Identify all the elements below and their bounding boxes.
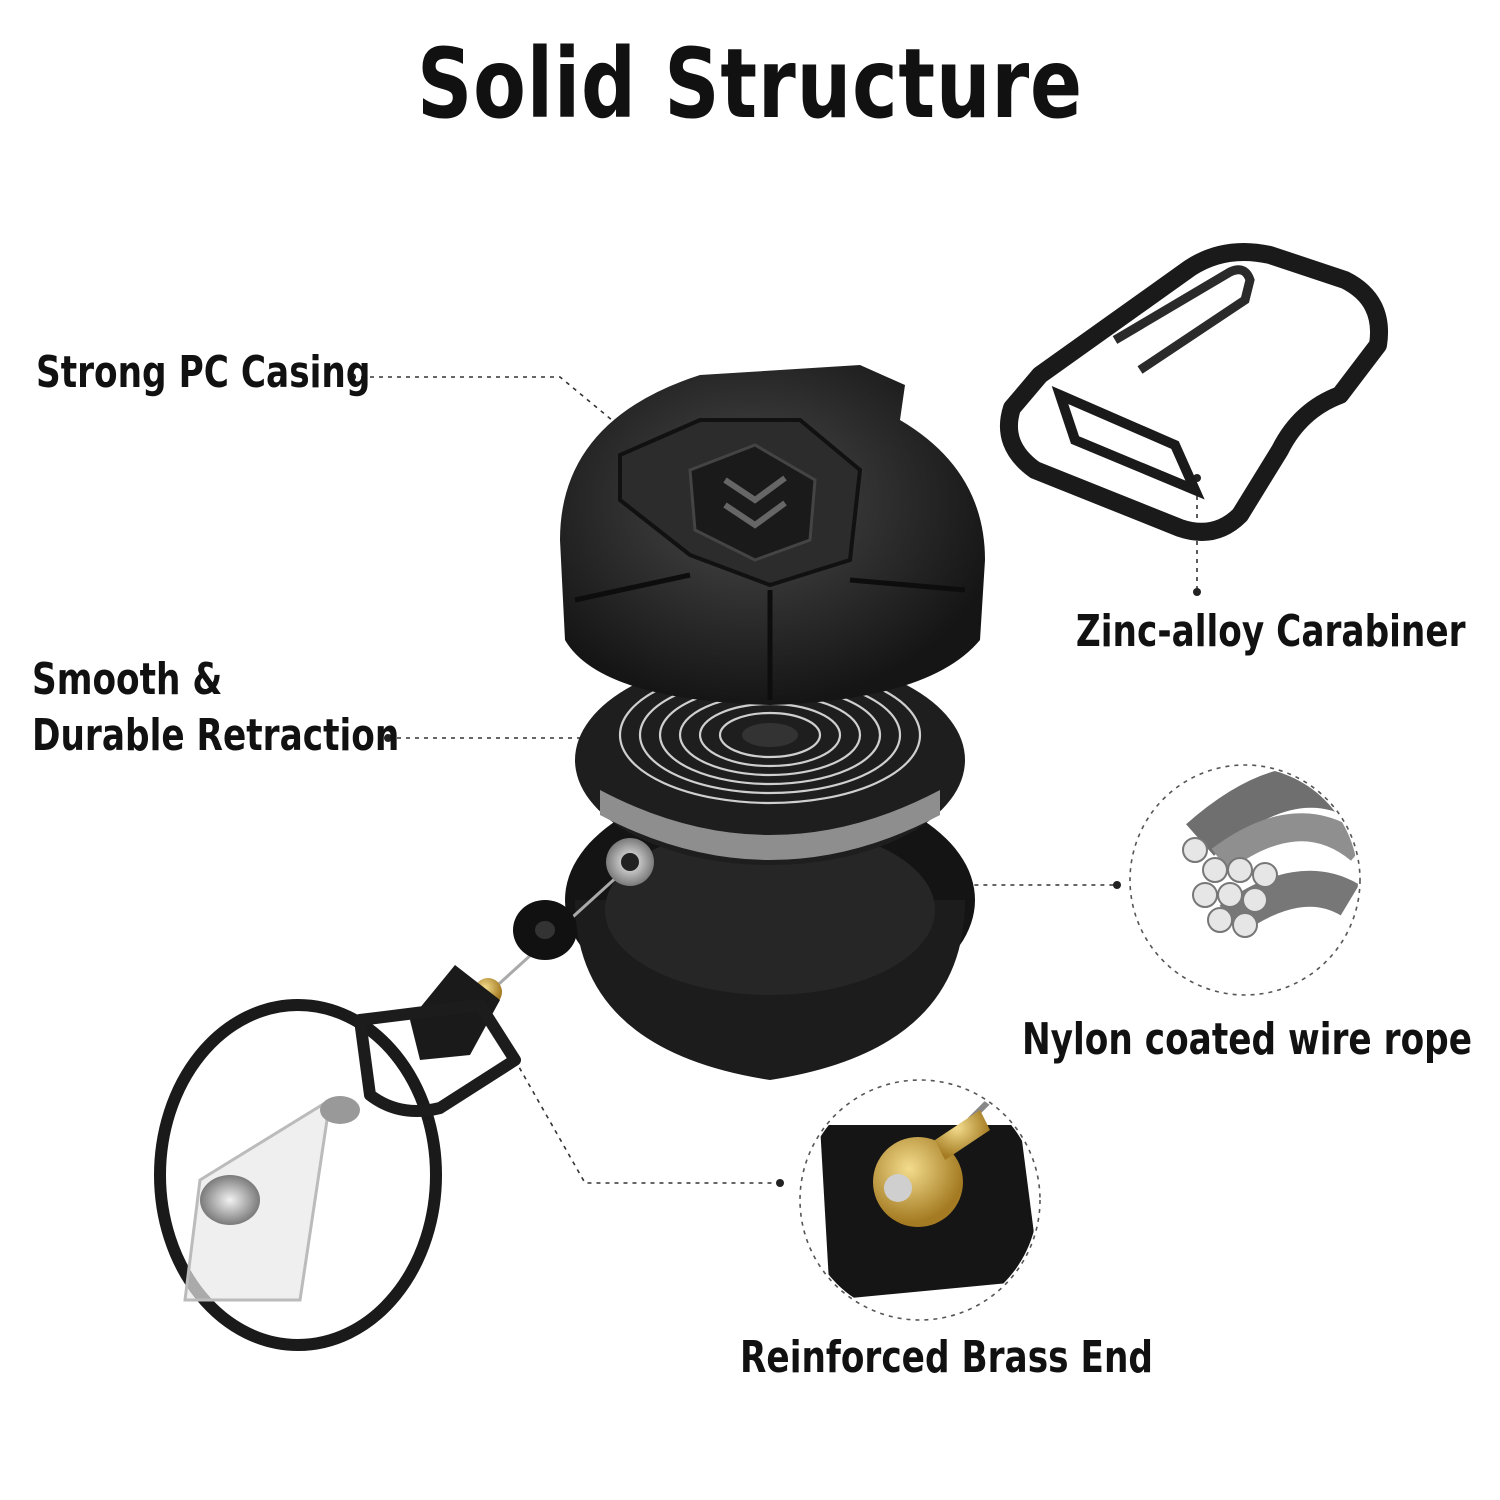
retractor-body <box>560 365 985 1080</box>
callout-carabiner: Zinc-alloy Carabiner <box>1076 606 1466 657</box>
callout-strong-pc-casing: Strong PC Casing <box>36 347 371 398</box>
callout-retraction-line2: Durable Retraction <box>32 710 400 761</box>
callout-retraction-line1: Smooth & <box>32 654 223 705</box>
callout-wire-rope: Nylon coated wire rope <box>1021 1014 1472 1065</box>
carabiner <box>999 242 1388 541</box>
wire-rope-detail <box>1129 764 1361 996</box>
page-title: Solid Structure <box>417 28 1083 140</box>
brass-end-detail <box>799 1079 1041 1321</box>
callout-brass-end: Reinforced Brass End <box>740 1332 1153 1383</box>
key-ring <box>154 999 521 1351</box>
